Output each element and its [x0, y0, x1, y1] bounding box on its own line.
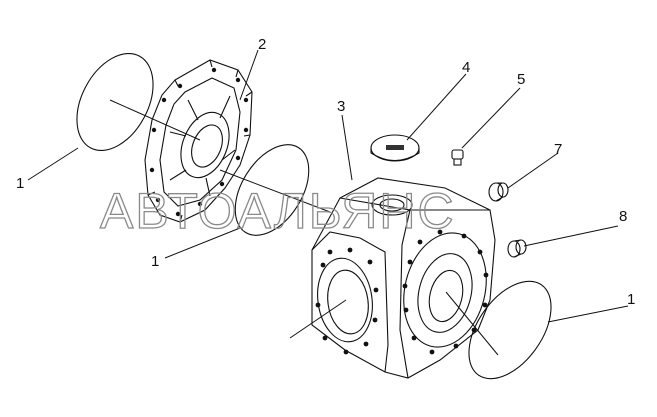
callout-7: 7 — [554, 141, 562, 158]
callout-1-middle: 1 — [151, 253, 159, 270]
fitting-8 — [507, 239, 527, 258]
leader-lines — [27, 49, 629, 356]
callout-1-right: 1 — [627, 291, 635, 308]
callout-3: 3 — [337, 98, 345, 115]
gasket-left — [76, 52, 154, 152]
callout-5: 5 — [517, 71, 525, 88]
watermark-text: АВТОАЛЬЯНС — [100, 183, 456, 239]
gasket-right — [468, 280, 552, 380]
callout-1-left: 1 — [16, 175, 24, 192]
plug — [451, 149, 464, 166]
gasket-middle — [234, 144, 310, 236]
main-housing — [311, 177, 496, 379]
callout-8: 8 — [619, 208, 627, 225]
callout-4: 4 — [462, 59, 470, 76]
callout-2: 2 — [258, 36, 266, 53]
fitting-7 — [488, 182, 509, 202]
cap — [370, 134, 420, 162]
